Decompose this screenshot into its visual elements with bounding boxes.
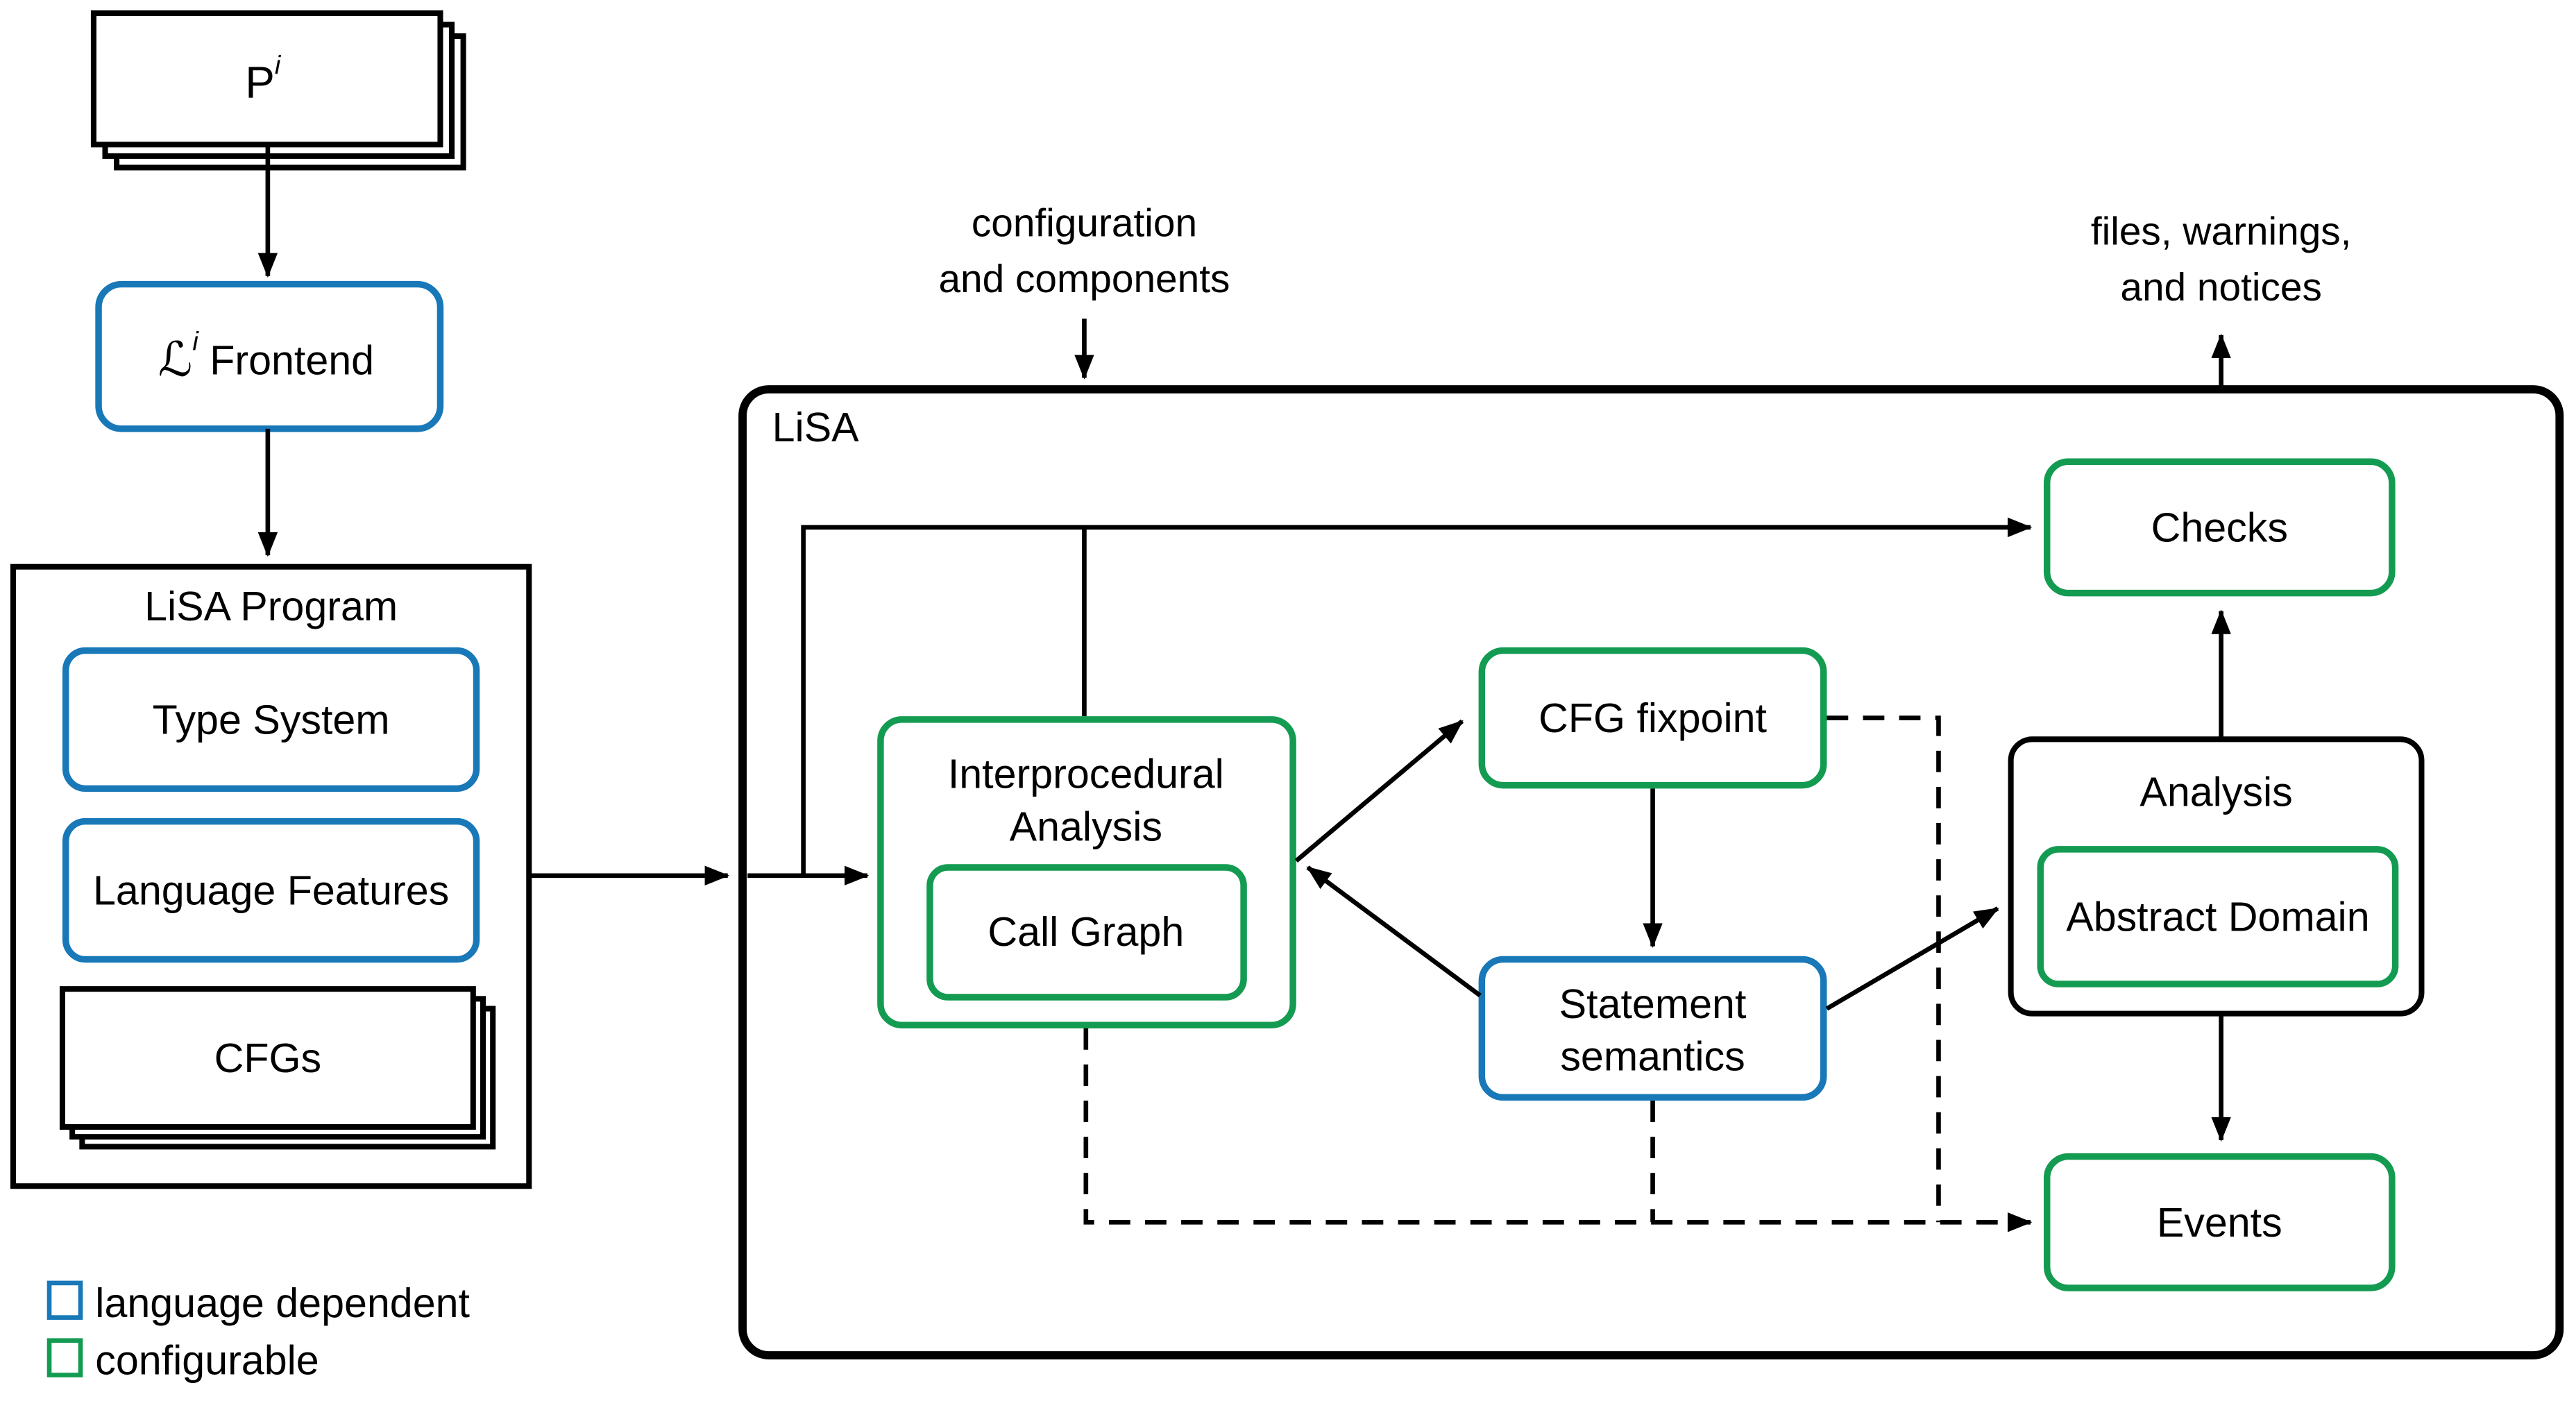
- legend-blue-swatch-icon: [46, 1280, 83, 1320]
- statement-semantics-line1: Statement: [1559, 981, 1747, 1027]
- events-box: Events: [2043, 1153, 2396, 1291]
- cfg-fixpoint-border: [1478, 647, 1827, 789]
- output-annotation: files, warnings, and notices: [2091, 210, 2352, 390]
- cfgs-front: [59, 986, 476, 1130]
- lisa-program-title: LiSA Program: [144, 583, 398, 629]
- analysis-box: Analysis Abstract Domain: [2008, 736, 2425, 1017]
- legend: language dependent configurable: [46, 1280, 470, 1384]
- configuration-line1: configuration: [972, 201, 1197, 245]
- arrow-statement-semantics-to-interprocedural: [1306, 865, 1482, 998]
- events-label: Events: [2157, 1199, 2282, 1246]
- call-graph-box: [926, 864, 1247, 1001]
- abstract-domain-box: [2037, 846, 2399, 987]
- call-graph-label: Call Graph: [988, 908, 1184, 955]
- checks-border: [2043, 458, 2396, 597]
- output-line2: and notices: [2120, 266, 2322, 309]
- checks-label: Checks: [2151, 504, 2288, 550]
- cfgs-stack: CFGs: [59, 986, 496, 1150]
- cfg-fixpoint-box: CFG fixpoint: [1478, 647, 1827, 789]
- events-border: [2043, 1153, 2396, 1291]
- cfgs-label: CFGs: [214, 1035, 322, 1081]
- dashed-interprocedural-to-events: [1083, 1028, 2033, 1232]
- legend-configurable: configurable: [95, 1337, 319, 1384]
- lisa-label: LiSA: [772, 404, 860, 450]
- legend-language-dependent: language dependent: [95, 1280, 470, 1326]
- legend-green-swatch-icon: [46, 1338, 83, 1377]
- line-branch-to-checks: [801, 517, 2033, 876]
- configuration-line2: and components: [938, 257, 1230, 301]
- arrow-statement-semantics-to-analysis: [1825, 906, 1999, 1011]
- output-line1: files, warnings,: [2091, 210, 2352, 253]
- configuration-annotation: configuration and components: [938, 201, 1230, 380]
- lisa-program-box: LiSA Program Type System Language Featur…: [10, 563, 532, 1189]
- statement-semantics-line2: semantics: [1560, 1033, 1745, 1080]
- language-features-box: [62, 817, 480, 963]
- analysis-title: Analysis: [2139, 769, 2292, 815]
- program-sources-stack: Pi: [90, 10, 466, 171]
- checks-box: Checks: [2043, 458, 2396, 597]
- frontend-label: ℒi Frontend: [158, 327, 374, 387]
- lisa-box: [738, 385, 2564, 1359]
- program-stack-label: Pi: [245, 51, 282, 108]
- cfg-fixpoint-label: CFG fixpoint: [1539, 695, 1767, 741]
- interprocedural-analysis-box: Interprocedural Analysis Call Graph: [877, 716, 1296, 1028]
- dashed-cfg-fixpoint-to-events: [1827, 715, 1941, 1223]
- frontend-box: ℒi Frontend: [95, 280, 444, 432]
- type-system-box: [62, 647, 480, 792]
- statement-semantics-border: [1478, 956, 1827, 1101]
- arrow-interprocedural-to-cfg-fixpoint: [1294, 719, 1464, 863]
- statement-semantics-box: Statement semantics: [1478, 956, 1827, 1101]
- interprocedural-line1: Interprocedural: [948, 751, 1224, 797]
- type-system-label: Type System: [153, 696, 390, 743]
- language-features-label: Language Features: [93, 867, 449, 914]
- abstract-domain-label: Abstract Domain: [2066, 893, 2369, 940]
- interprocedural-line2: Analysis: [1010, 803, 1162, 849]
